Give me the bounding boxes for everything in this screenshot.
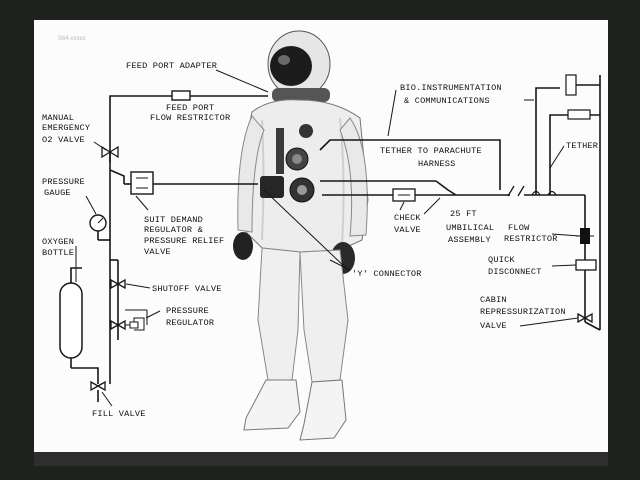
label-communications: & COMMUNICATIONS (404, 96, 490, 106)
label-check-valve: VALVE (394, 225, 421, 235)
label-pressure-gauge-1: PRESSURE (42, 177, 85, 187)
slide-bottom-bar (34, 452, 608, 466)
label-emergency: EMERGENCY (42, 123, 90, 133)
label-tether: TETHER (566, 141, 598, 151)
label-check: CHECK (394, 213, 421, 223)
label-suit-demand: SUIT DEMAND (144, 215, 203, 225)
watermark: S64-xxxxx (58, 36, 86, 42)
label-25-ft: 25 FT (450, 209, 477, 219)
label-pressure-regulator-2: REGULATOR (166, 318, 214, 328)
label-fill-valve: FILL VALVE (92, 409, 146, 419)
leader-lines (75, 69, 581, 407)
label-cabin: CABIN (480, 295, 507, 305)
label-y-connector: 'Y' CONNECTOR (352, 269, 422, 279)
label-pressure-gauge-2: GAUGE (44, 188, 71, 198)
label-relief-valve: VALVE (144, 247, 171, 257)
label-flow-restrictor-feed: FLOW RESTRICTOR (150, 113, 230, 123)
label-tether-parachute: TETHER TO PARACHUTE (380, 146, 482, 156)
label-manual: MANUAL (42, 113, 74, 123)
label-repressurization: REPRESSURIZATION (480, 307, 566, 317)
label-regulator-and: REGULATOR & (144, 225, 203, 235)
label-umbilical: UMBILICAL (446, 223, 494, 233)
label-harness: HARNESS (418, 159, 456, 169)
label-pressure-regulator-1: PRESSURE (166, 306, 209, 316)
label-quick: QUICK (488, 255, 515, 265)
oxygen-plumbing (59, 90, 268, 402)
label-o2-valve: O2 VALVE (42, 135, 85, 145)
label-assembly: ASSEMBLY (448, 235, 491, 245)
label-feed-port: FEED PORT (166, 103, 214, 113)
label-shutoff-valve: SHUTOFF VALVE (152, 284, 222, 294)
label-bottle: BOTTLE (42, 248, 74, 258)
label-cabin-valve: VALVE (480, 321, 507, 331)
label-restrictor: RESTRICTOR (504, 234, 558, 244)
labels: FEED PORT ADAPTER FEED PORT FLOW RESTRIC… (42, 61, 598, 419)
astronaut-figure (233, 30, 369, 441)
label-disconnect: DISCONNECT (488, 267, 542, 277)
label-pressure-relief: PRESSURE RELIEF (144, 236, 224, 246)
label-flow: FLOW (508, 223, 530, 233)
umbilical-plumbing (319, 74, 601, 331)
label-bio-instrumentation: BIO.INSTRUMENTATION (400, 83, 502, 93)
label-oxygen: OXYGEN (42, 237, 74, 247)
label-feed-port-adapter: FEED PORT ADAPTER (126, 61, 217, 71)
